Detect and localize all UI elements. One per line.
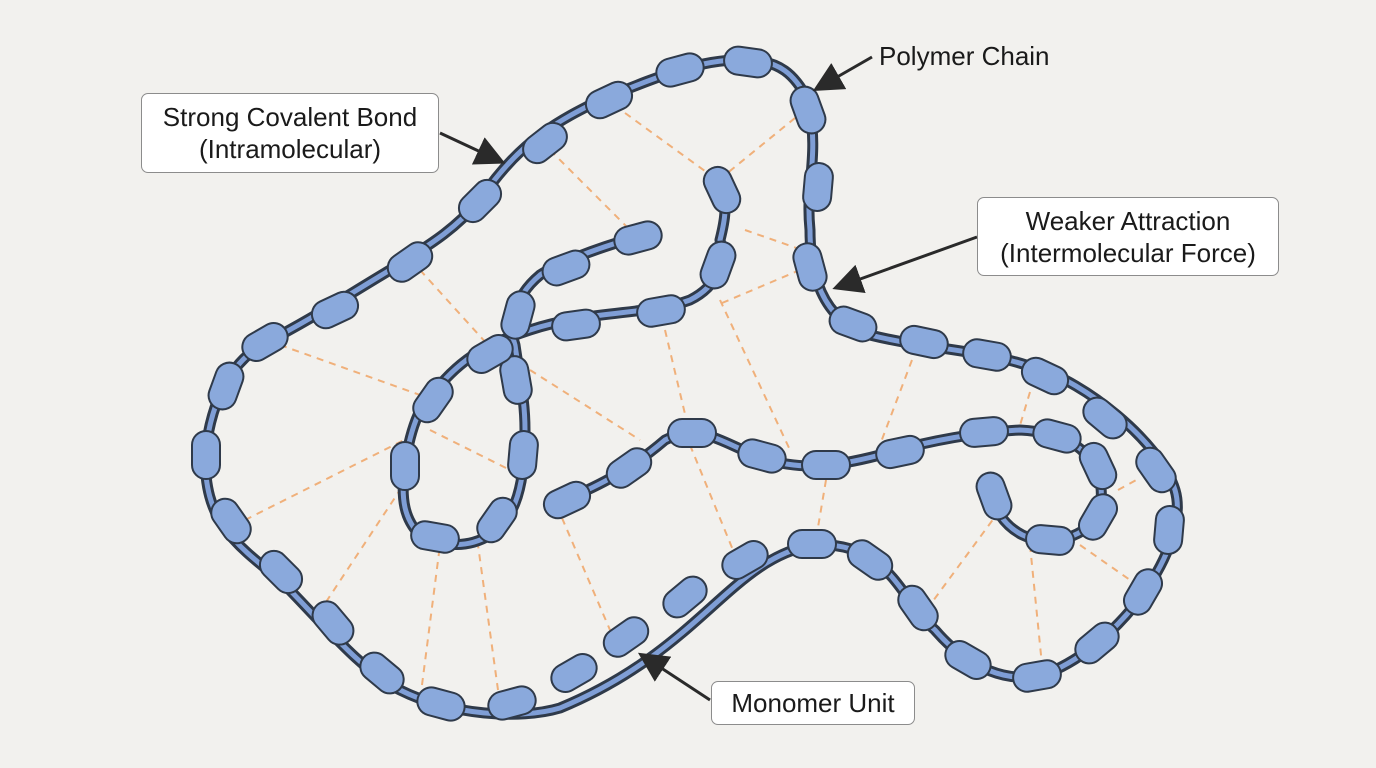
monomer-unit — [466, 334, 514, 374]
monomer-unit — [457, 178, 503, 224]
monomer-unit — [416, 686, 466, 722]
monomer-unit — [410, 520, 460, 554]
monomer-unit — [959, 416, 1009, 448]
monomer-unit — [550, 653, 598, 693]
monomer-unit — [507, 430, 539, 480]
monomer-unit — [875, 434, 925, 470]
monomer-unit — [662, 575, 708, 619]
monomer-unit — [1032, 418, 1082, 454]
monomer-unit — [699, 240, 737, 290]
monomer-unit — [655, 52, 705, 88]
monomer-unit — [1025, 524, 1075, 556]
monomer-unit — [602, 616, 650, 658]
arrow-weaker-attraction — [832, 235, 978, 293]
covalent-bond-label: Strong Covalent Bond (Intramolecular) — [141, 93, 439, 173]
monomer-unit — [311, 600, 355, 646]
monomer-unit — [487, 685, 537, 721]
arrow-covalent-bond — [439, 131, 506, 165]
monomer-unit-label: Monomer Unit — [711, 681, 915, 725]
monomer-unit — [792, 242, 828, 292]
monomer-unit — [386, 241, 434, 283]
monomer-unit — [897, 584, 939, 632]
monomer-unit — [390, 441, 420, 491]
monomer-unit — [613, 220, 663, 256]
monomer-unit — [789, 85, 827, 135]
monomer-unit — [310, 290, 360, 330]
monomer-unit — [962, 338, 1012, 372]
weaker-attraction-line2: (Intermolecular Force) — [1000, 237, 1256, 268]
monomer-unit — [846, 539, 894, 581]
monomer-unit — [636, 294, 686, 328]
monomer-unit — [1012, 659, 1062, 693]
monomer-unit — [210, 497, 252, 545]
monomer-unit — [499, 355, 533, 405]
monomer-unit — [1135, 446, 1177, 494]
chain-middle — [559, 424, 1107, 547]
monomer-unit — [723, 45, 773, 79]
monomer-unit — [207, 361, 245, 411]
monomer-unit — [828, 305, 878, 343]
arrow-monomer-unit — [637, 652, 711, 702]
monomer-unit — [500, 290, 536, 340]
monomer-unit — [1082, 396, 1128, 440]
monomer-unit — [899, 324, 949, 360]
monomer-unit — [1020, 356, 1070, 396]
monomer-unit — [241, 322, 289, 362]
monomer-units — [191, 45, 1185, 722]
monomer-unit — [667, 418, 717, 448]
covalent-bond-line2: (Intramolecular) — [198, 134, 382, 164]
monomer-unit — [1153, 505, 1185, 555]
monomer-unit — [412, 376, 454, 424]
monomer-unit — [1074, 621, 1120, 665]
weaker-attraction-line1: Weaker Attraction — [1025, 205, 1231, 236]
weaker-attraction-label: Weaker Attraction (Intermolecular Force) — [977, 197, 1279, 276]
arrow-polymer-chain — [812, 55, 873, 91]
monomer-unit — [1123, 568, 1163, 616]
monomer-unit — [258, 549, 304, 595]
monomer-unit — [542, 480, 592, 520]
label-arrows — [439, 55, 978, 702]
monomer-unit — [1078, 441, 1118, 491]
monomer-unit — [551, 308, 601, 342]
polymer-chain-text: Polymer Chain — [879, 41, 1050, 71]
monomer-unit — [944, 640, 992, 680]
monomer-unit — [191, 430, 221, 480]
monomer-unit — [522, 121, 568, 165]
intermolecular-force-lines — [244, 112, 1141, 691]
covalent-bond-line1: Strong Covalent Bond — [162, 102, 418, 132]
monomer-unit — [541, 249, 591, 287]
monomer-unit — [975, 471, 1013, 521]
monomer-unit — [801, 450, 851, 480]
monomer-unit — [1078, 493, 1118, 541]
polymer-chain-label: Polymer Chain — [879, 40, 1050, 72]
monomer-unit — [802, 162, 834, 212]
monomer-unit — [702, 165, 742, 215]
monomer-unit — [605, 447, 653, 489]
monomer-unit — [737, 438, 787, 474]
monomer-unit — [721, 540, 769, 580]
monomer-unit-text: Monomer Unit — [731, 688, 895, 718]
monomer-unit — [476, 496, 518, 544]
monomer-unit — [787, 529, 837, 559]
monomer-unit — [359, 651, 405, 695]
monomer-unit — [584, 80, 634, 120]
